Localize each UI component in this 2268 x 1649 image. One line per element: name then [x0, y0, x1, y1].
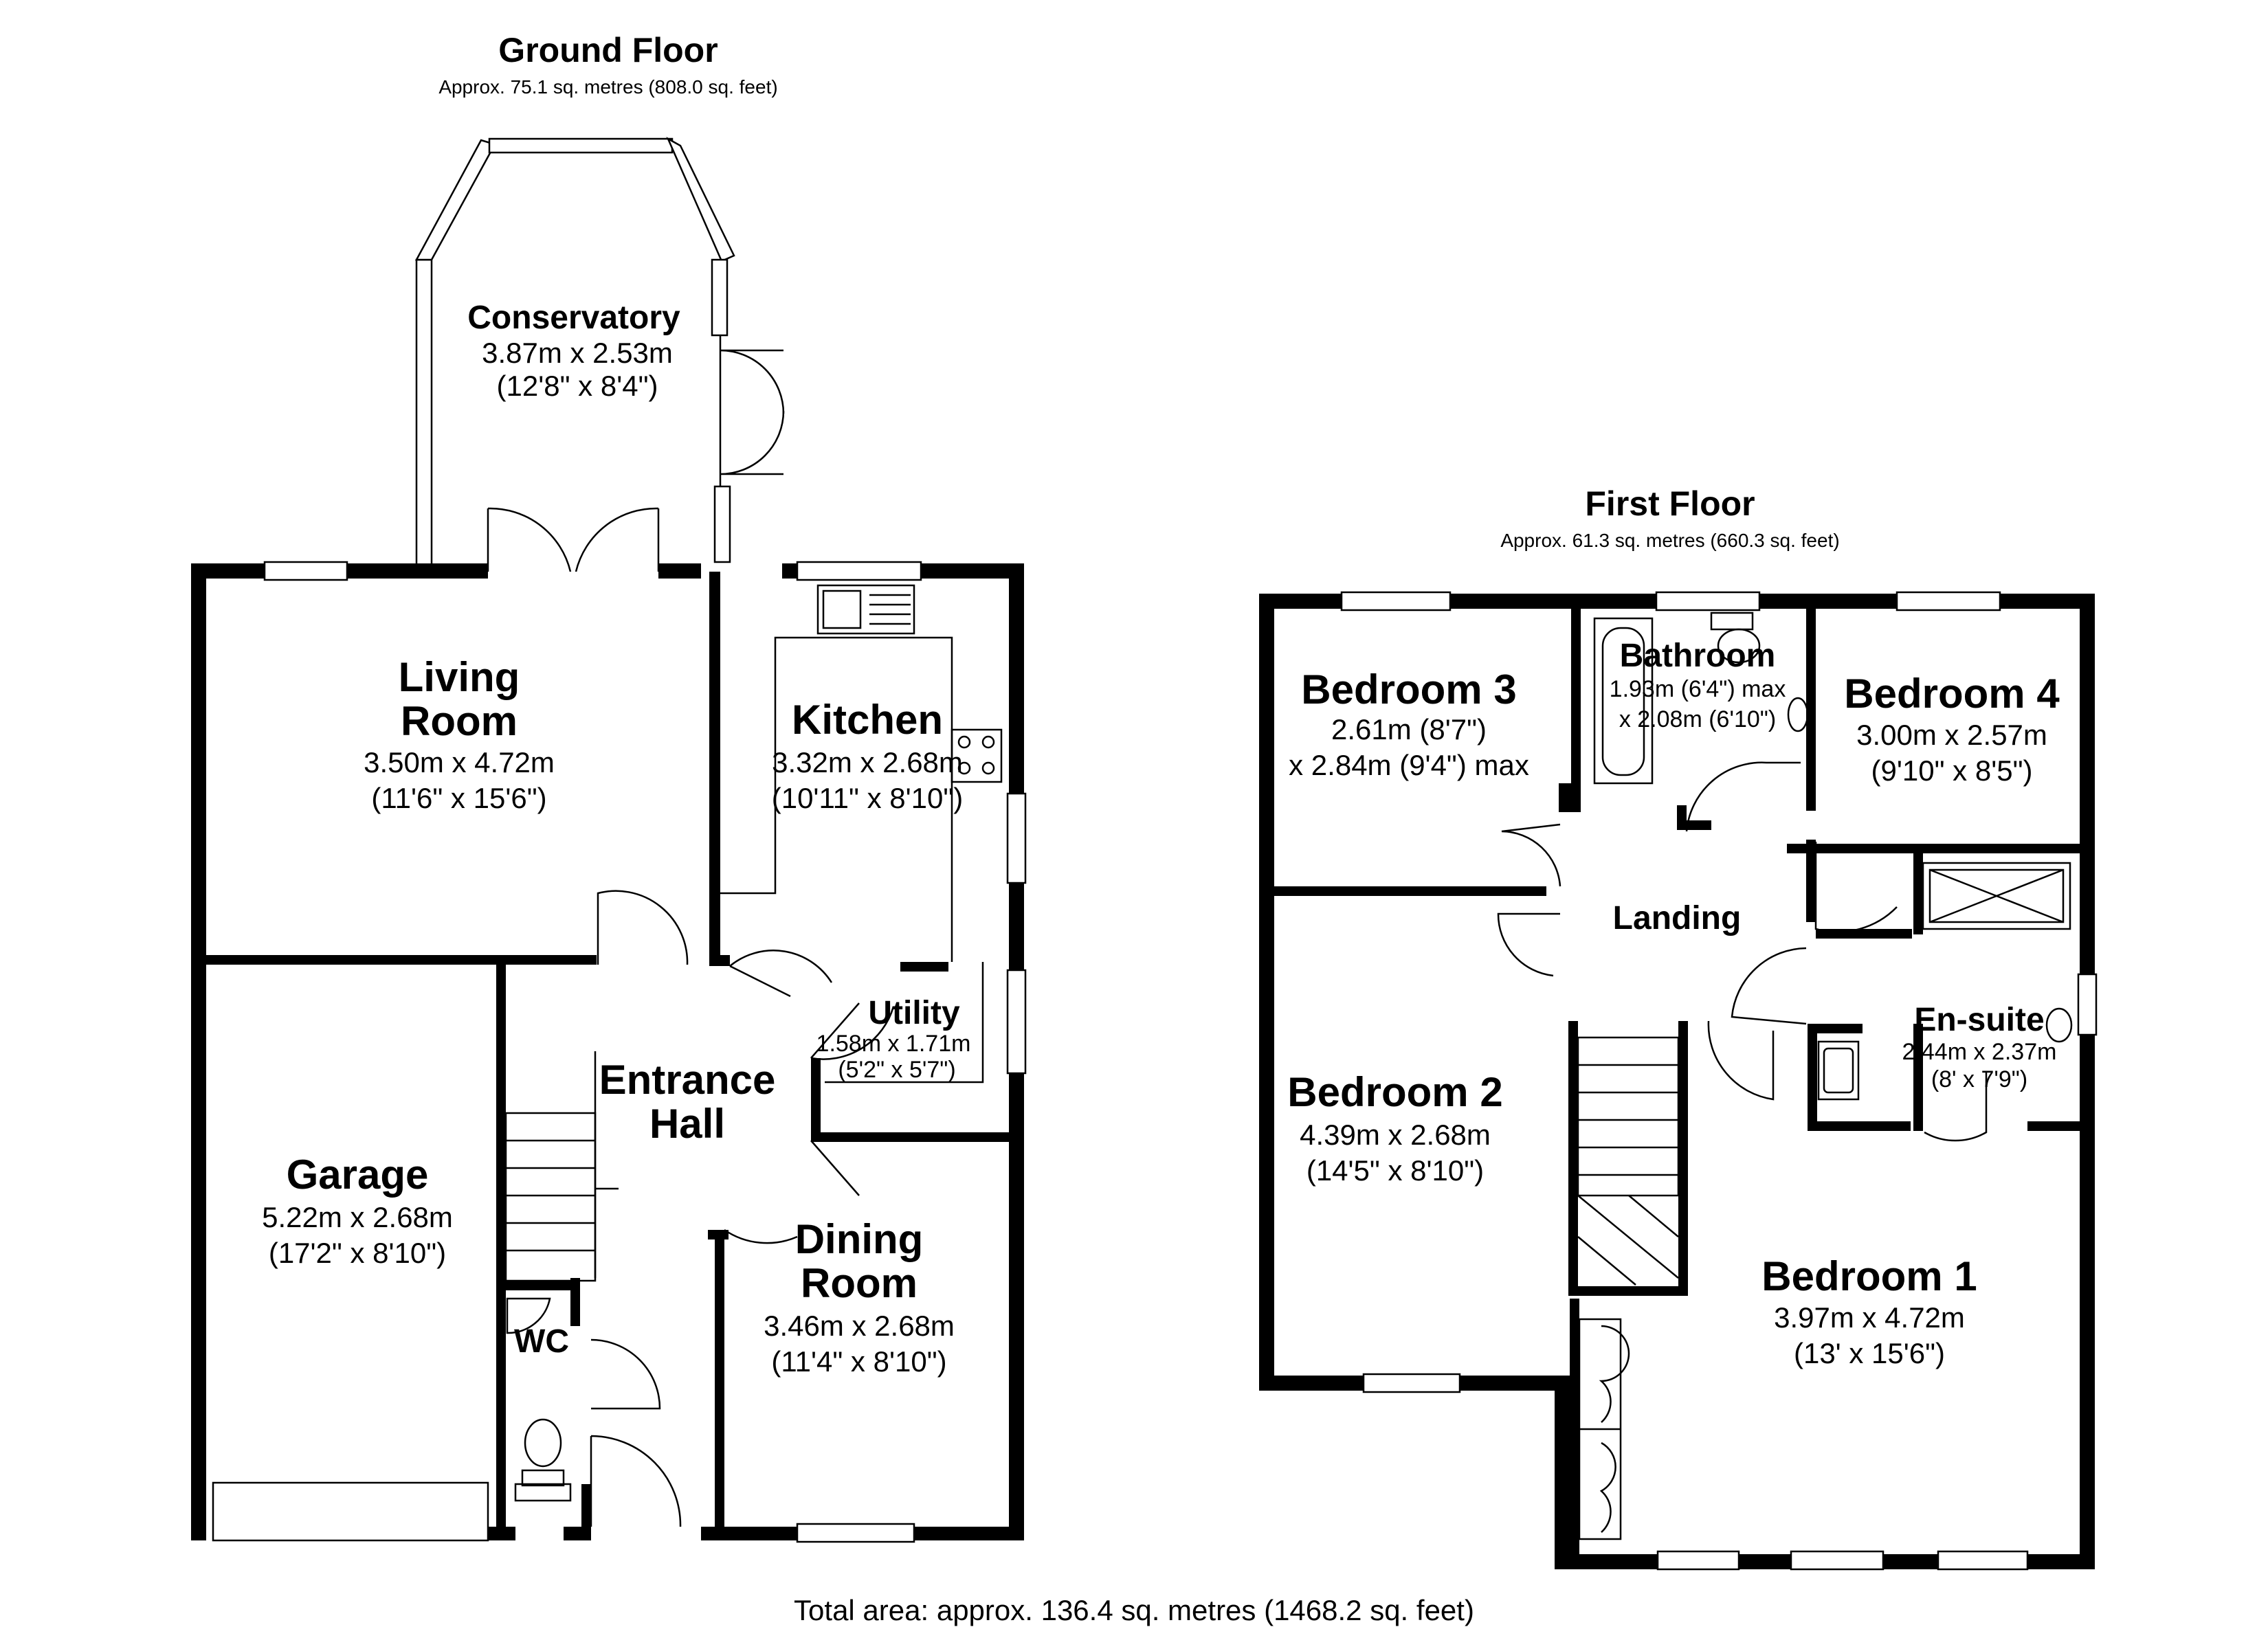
- conservatory-metric: 3.87m x 2.53m: [482, 337, 673, 369]
- first-floor-doors: [1497, 761, 1988, 1142]
- utility-imperial: (5'2" x 5'7"): [838, 1057, 955, 1083]
- living-room-imperial: (11'6" x 15'6"): [371, 782, 546, 814]
- living-room-name-line2: Room: [401, 698, 518, 744]
- garage-imperial: (17'2" x 8'10"): [269, 1237, 446, 1269]
- first-floor-area: Approx. 61.3 sq. metres (660.3 sq. feet): [1500, 530, 1839, 551]
- dining-room-imperial: (11'4" x 8'10"): [771, 1345, 946, 1378]
- bedroom2-imperial: (14'5" x 8'10"): [1307, 1154, 1484, 1187]
- ensuite-metric: 2.44m x 2.37m: [1902, 1039, 2057, 1065]
- entrance-hall-name-line2: Hall: [649, 1101, 725, 1147]
- ground-floor-windows: [263, 561, 1027, 1543]
- bathroom-fittings: [1593, 612, 1809, 785]
- ground-floor-internal-doors: [590, 890, 895, 1527]
- ground-floor-title: Ground Floor: [498, 31, 718, 69]
- ground-floor-area: Approx. 75.1 sq. metres (808.0 sq. feet): [438, 76, 777, 98]
- garage-metric: 5.22m x 2.68m: [262, 1201, 453, 1233]
- first-floor-walls: [1259, 594, 2095, 1569]
- wc-name: WC: [514, 1323, 569, 1360]
- entrance-hall-name-line1: Entrance: [599, 1057, 776, 1103]
- utility-worktop: [825, 962, 984, 1084]
- ensuite-imperial: (8' x 7'9"): [1931, 1066, 2027, 1092]
- dining-room-name-line2: Room: [801, 1260, 918, 1306]
- kitchen-metric: 3.32m x 2.68m: [772, 746, 963, 778]
- ground-floor-plan: Ground Floor Approx. 75.1 sq. metres (80…: [191, 31, 1027, 1543]
- bathroom-name: Bathroom: [1620, 638, 1776, 674]
- total-area: Total area: approx. 136.4 sq. metres (14…: [794, 1594, 1474, 1626]
- ensuite-name: En-suite: [1914, 1002, 2044, 1038]
- kitchen-fittings: [720, 584, 1003, 962]
- garage-name: Garage: [287, 1152, 429, 1198]
- first-floor-title: First Floor: [1585, 484, 1755, 523]
- bedroom2-name: Bedroom 2: [1287, 1069, 1502, 1115]
- conservatory-side-doors: [720, 349, 785, 475]
- first-floor-windows: [1340, 591, 2098, 1571]
- bedroom1-metric: 3.97m x 4.72m: [1774, 1301, 1965, 1334]
- landing-name: Landing: [1613, 900, 1742, 936]
- bedroom4-imperial: (9'10" x 8'5"): [1871, 754, 2033, 787]
- bedroom2-metric: 4.39m x 2.68m: [1300, 1119, 1491, 1151]
- conservatory-imperial: (12'8" x 8'4"): [497, 370, 658, 402]
- bedroom1-name: Bedroom 1: [1761, 1253, 1977, 1299]
- bedroom3-line2: x 2.84m (9'4") max: [1289, 749, 1529, 781]
- utility-metric: 1.58m x 1.71m: [816, 1031, 971, 1057]
- living-room-doors: [487, 507, 660, 572]
- ground-floor-staircase: [504, 1051, 619, 1282]
- bedroom4-metric: 3.00m x 2.57m: [1856, 719, 2047, 751]
- first-floor-plan: First Floor Approx. 61.3 sq. metres (660…: [1259, 484, 2098, 1571]
- bathroom-line1: 1.93m (6'4") max: [1610, 676, 1786, 702]
- conservatory-glazing: [414, 137, 735, 572]
- ensuite-fittings: [1817, 862, 2073, 1101]
- living-room-name-line1: Living: [399, 654, 520, 700]
- first-floor-staircase: [1577, 1036, 1680, 1286]
- dining-room-name-line1: Dining: [795, 1216, 924, 1262]
- bedroom1-imperial: (13' x 15'6"): [1794, 1337, 1945, 1369]
- bedroom1-wardrobes: [1578, 1318, 1630, 1540]
- bedroom4-name: Bedroom 4: [1844, 671, 2060, 717]
- conservatory-name: Conservatory: [467, 300, 680, 336]
- garage-door: [212, 1481, 489, 1542]
- living-room-metric: 3.50m x 4.72m: [364, 746, 555, 778]
- utility-name: Utility: [868, 995, 960, 1031]
- kitchen-imperial: (10'11" x 8'10"): [772, 782, 964, 814]
- bedroom3-name: Bedroom 3: [1301, 666, 1516, 713]
- kitchen-name: Kitchen: [792, 697, 943, 743]
- wc-fittings: [506, 1297, 565, 1487]
- bedroom3-line1: 2.61m (8'7"): [1331, 713, 1487, 745]
- bathroom-line2: x 2.08m (6'10"): [1619, 706, 1776, 732]
- dining-room-metric: 3.46m x 2.68m: [764, 1310, 955, 1342]
